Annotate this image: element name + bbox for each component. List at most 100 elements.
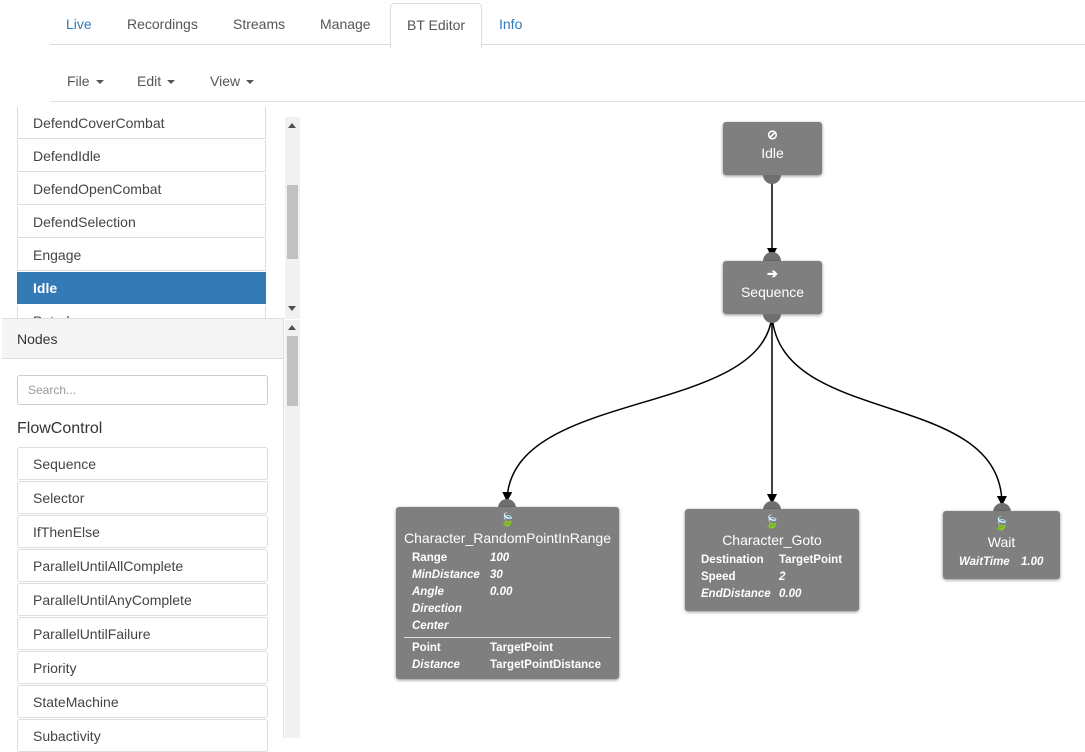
- nodes-panel: Nodes FlowControl Sequence Selector IfTh…: [2, 318, 284, 752]
- param-key: EndDistance: [701, 588, 771, 600]
- param-row: Direction: [412, 601, 512, 618]
- output-value: TargetPointDistance: [490, 659, 601, 671]
- output-row: Point TargetPoint: [412, 640, 601, 657]
- tree-item-defendcovercombat[interactable]: DefendCoverCombat: [17, 107, 266, 139]
- output-key: Distance: [412, 659, 460, 671]
- param-row: WaitTime 1.00: [959, 554, 1043, 571]
- node-item-paralleluntilanycomplete[interactable]: ParallelUntilAnyComplete: [17, 583, 268, 616]
- param-row: Destination TargetPoint: [701, 552, 842, 569]
- bt-node-goto[interactable]: 🍃 Character_Goto Destination TargetPoint …: [685, 509, 859, 611]
- node-item-statemachine[interactable]: StateMachine: [17, 685, 268, 718]
- nodes-panel-title: Nodes: [2, 318, 283, 359]
- param-key: Destination: [701, 554, 764, 566]
- param-value: TargetPoint: [779, 554, 843, 566]
- output-key: Point: [412, 642, 441, 654]
- bt-node-title: Character_Goto: [722, 532, 822, 548]
- node-item-subactivity[interactable]: Subactivity: [17, 719, 268, 752]
- arrow-right-icon: ➔: [767, 266, 778, 281]
- param-value: 1.00: [1021, 556, 1044, 568]
- main-tabs: Live Recordings Streams Manage BT Editor…: [50, 0, 1085, 49]
- node-params: WaitTime 1.00: [959, 554, 1043, 571]
- bt-node-title: Wait: [987, 534, 1016, 550]
- tab-bt-editor[interactable]: BT Editor: [390, 3, 483, 49]
- leaf-icon: 🍃: [763, 514, 781, 529]
- ban-icon: ⊘: [767, 127, 778, 142]
- scrollbar-thumb[interactable]: [287, 336, 298, 406]
- tab-recordings[interactable]: Recordings: [127, 16, 198, 32]
- param-row: Speed 2: [701, 569, 842, 586]
- bt-node-random-point[interactable]: 🍃 Character_RandomPointInRange Range 100 …: [396, 507, 619, 679]
- bt-node-title: Character_RandomPointInRange: [403, 530, 611, 546]
- node-item-ifthenelse[interactable]: IfThenElse: [17, 515, 268, 548]
- tree-item-engage[interactable]: Engage: [17, 239, 266, 271]
- param-value: 30: [490, 569, 503, 581]
- node-port-in[interactable]: [498, 499, 516, 508]
- behavior-tree-list: DefendCoverCombat DefendIdle DefendOpenC…: [17, 107, 268, 319]
- tree-item-patrol[interactable]: Patrol: [17, 305, 266, 319]
- tree-item-idle[interactable]: Idle: [17, 272, 266, 304]
- menu-view-label: View: [210, 73, 241, 89]
- param-value: 100: [490, 552, 510, 564]
- param-key: Speed: [701, 571, 736, 583]
- tab-manage[interactable]: Manage: [320, 16, 371, 32]
- caret-down-icon: [167, 80, 176, 85]
- param-key: MinDistance: [412, 569, 480, 581]
- menu-view[interactable]: View: [210, 60, 255, 101]
- scrollbar-thumb[interactable]: [287, 185, 298, 259]
- graph-links: [502, 178, 1007, 506]
- node-search-input[interactable]: [17, 375, 268, 405]
- tree-item-defendselection[interactable]: DefendSelection: [17, 206, 266, 238]
- param-row: Center: [412, 618, 512, 635]
- caret-down-icon: [246, 80, 255, 85]
- tab-streams[interactable]: Streams: [233, 16, 286, 32]
- output-value: TargetPoint: [490, 642, 554, 654]
- param-value: [490, 601, 512, 618]
- param-key: Angle: [412, 586, 444, 598]
- menu-bar: File Edit View: [50, 60, 1085, 102]
- param-value: 2: [779, 571, 786, 583]
- param-value: 0.00: [779, 588, 802, 600]
- menu-edit[interactable]: Edit: [137, 60, 176, 101]
- tree-item-defendopencombat[interactable]: DefendOpenCombat: [17, 173, 266, 205]
- bt-graph-canvas[interactable]: ⊘ Idle ➔ Sequence 🍃 Character_RandomPoin…: [301, 108, 1085, 738]
- param-value: 0.00: [490, 586, 513, 598]
- leaf-icon: 🍃: [993, 516, 1010, 531]
- caret-down-icon: [95, 80, 104, 85]
- node-port-in[interactable]: [993, 503, 1011, 512]
- menu-edit-label: Edit: [137, 73, 162, 89]
- tab-info[interactable]: Info: [499, 16, 523, 32]
- node-port-in[interactable]: [763, 252, 781, 261]
- node-item-paralleluntilallcomplete[interactable]: ParallelUntilAllComplete: [17, 549, 268, 582]
- param-key: Range: [412, 552, 448, 564]
- node-item-priority[interactable]: Priority: [17, 651, 268, 684]
- leaf-icon: 🍃: [499, 512, 516, 527]
- nodes-panel-scrollbar[interactable]: [285, 320, 300, 738]
- bt-node-wait[interactable]: 🍃 Wait WaitTime 1.00: [943, 511, 1060, 579]
- bt-node-idle[interactable]: ⊘ Idle: [723, 122, 822, 175]
- scroll-up-icon[interactable]: [288, 123, 296, 128]
- param-row: Angle 0.00: [412, 584, 512, 601]
- bt-node-sequence[interactable]: ➔ Sequence: [723, 261, 822, 314]
- output-row: Distance TargetPointDistance: [412, 657, 601, 674]
- node-params: Destination TargetPoint Speed 2 EndDistanc…: [701, 552, 842, 603]
- bt-node-title: Idle: [761, 145, 784, 161]
- param-row: Range 100: [412, 550, 512, 567]
- menu-file[interactable]: File: [67, 60, 104, 101]
- node-port-out[interactable]: [763, 314, 781, 323]
- node-outputs: Point TargetPoint Distance TargetPointDist…: [412, 640, 601, 674]
- category-heading: FlowControl: [17, 420, 103, 437]
- node-item-sequence[interactable]: Sequence: [17, 447, 268, 480]
- param-value: [490, 618, 512, 635]
- scroll-up-icon[interactable]: [288, 325, 296, 330]
- node-port-in[interactable]: [763, 501, 781, 510]
- param-row: MinDistance 30: [412, 567, 512, 584]
- node-params: Range 100 MinDistance 30 Angle 0.00 Directi…: [412, 550, 512, 635]
- node-item-paralleluntilfailure[interactable]: ParallelUntilFailure: [17, 617, 268, 650]
- scroll-down-icon[interactable]: [288, 306, 296, 311]
- tree-list-scrollbar[interactable]: [285, 117, 300, 319]
- node-port-out[interactable]: [763, 175, 781, 184]
- tree-item-defendidle[interactable]: DefendIdle: [17, 140, 266, 172]
- node-item-selector[interactable]: Selector: [17, 481, 268, 514]
- param-key: WaitTime: [959, 556, 1010, 568]
- tab-live[interactable]: Live: [66, 16, 92, 32]
